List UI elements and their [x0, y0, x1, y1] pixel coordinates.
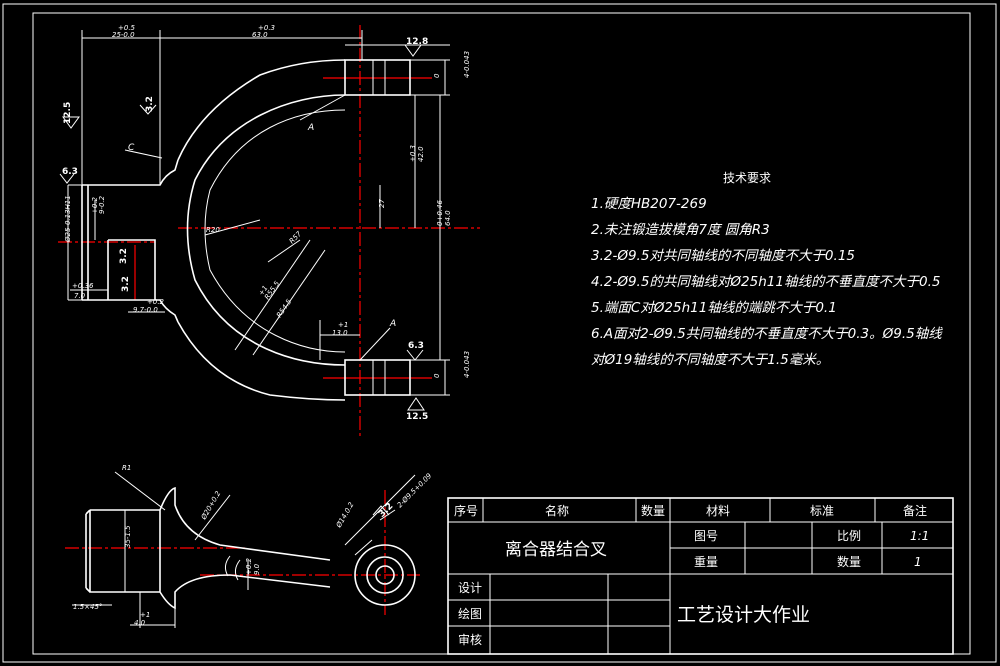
dim-tol-1b: +1	[140, 611, 150, 619]
tech-req-item: 3.2-Ø9.5对共同轴线的不同轴度不大于0.15	[591, 248, 855, 264]
qty-label: 数量	[837, 554, 861, 569]
col-note: 备注	[903, 503, 927, 518]
dim-tol-02a: +0.2	[91, 196, 99, 214]
dim-0-bot: 0	[433, 373, 441, 378]
design-label: 设计	[458, 581, 482, 595]
dim-25: 25-0.0	[112, 31, 135, 39]
roughness-3-2-eye: 3.2	[377, 501, 395, 519]
dim-r54-5: R54.5	[275, 297, 294, 319]
part-name: 离合器结合叉	[505, 540, 607, 560]
dim-tol-02b: +0.2	[147, 298, 165, 306]
col-material: 材料	[706, 504, 730, 518]
dim-4: 4.0	[134, 619, 146, 627]
main-view: +0.5 25-0.0 +0.3 63.0 12.8 12.5 3.2 6.3 …	[58, 24, 480, 438]
project-title: 工艺设计大作业	[677, 604, 810, 626]
dim-42: 42.0	[417, 146, 425, 162]
dim-4-bot: 4-0.043	[463, 351, 471, 378]
dimension-lines	[67, 30, 450, 396]
dim-9-0: 9.0	[253, 563, 261, 575]
dim-r1: R1	[122, 464, 131, 472]
roughness-12-5-bottom: 12.5	[406, 412, 428, 422]
eye-mid-circle	[366, 556, 404, 594]
dim-tol-046: 0+0.46	[436, 200, 444, 226]
surface-a-label-upper: A	[307, 123, 314, 133]
dim-0-top: 0	[433, 73, 441, 78]
dim-27: 27	[378, 199, 386, 208]
fork-outer-arc	[177, 59, 346, 401]
fork-inner-arc-2	[204, 109, 346, 353]
tech-req-item: 4.2-Ø9.5的共同轴线对Ø25h11轴线的不垂直度不大于0.5	[591, 274, 940, 290]
roughness-3-2-top: 3.2	[145, 96, 155, 112]
dim-tol-05: +0.5	[118, 24, 136, 32]
tech-req-title: 技术要求	[723, 171, 771, 185]
surface-a-label-lower: A	[389, 319, 396, 329]
tech-req-item: 对Ø19轴线的不同轴度不大于1.5毫米。	[591, 352, 829, 368]
section-dim-lines	[72, 471, 416, 628]
review-label: 审核	[458, 632, 482, 647]
roughness-3-2-small: 3.2	[121, 276, 131, 292]
tech-req-item: 1.硬度HB207-269	[591, 196, 707, 212]
dim-phi20: Ø20+0.2	[199, 489, 222, 522]
lower-pad	[344, 359, 411, 396]
section-view: R1 35-1.5 Ø20+0.2 Ø14.0.2 2-Ø9.5+0.09 3.…	[65, 464, 434, 628]
draw-label: 绘图	[458, 606, 482, 621]
roughness-6-3-right: 6.3	[408, 341, 424, 351]
dim-64: 64.0	[444, 210, 452, 226]
drawing-no-label: 图号	[694, 529, 718, 543]
dim-4-top: 4-0.043	[463, 51, 471, 78]
col-qty: 数量	[641, 503, 665, 518]
qty-value: 1	[914, 555, 922, 569]
dim-9: 9-0.2	[98, 195, 106, 214]
dim-tol-1a: +1	[338, 321, 348, 329]
eye-outer-circle	[354, 544, 416, 606]
eye-bore-circle	[375, 565, 395, 585]
dim-63: 63.0	[252, 31, 268, 39]
dim-r57: R57	[288, 230, 304, 246]
dim-tol-036: +0.36	[72, 282, 94, 290]
dim-tol-03: +0.3	[258, 24, 275, 32]
dim-35: 35-1.5	[124, 525, 132, 548]
roughness-3-2-mid: 3.2	[119, 248, 129, 264]
upper-pad	[344, 59, 411, 96]
dim-13: 13.0	[332, 329, 348, 337]
dim-tol-02c: +0.2	[245, 557, 253, 575]
fork-inner-arc	[186, 94, 346, 366]
roughness-12-5: 12.5	[63, 102, 73, 124]
scale-value: 1:1	[910, 529, 929, 543]
weight-label: 重量	[694, 555, 718, 569]
col-standard: 标准	[810, 504, 834, 518]
dim-phi14: Ø14.0.2	[334, 500, 356, 529]
col-seq: 序号	[454, 503, 478, 518]
surface-c-label: C	[128, 143, 135, 153]
dim-phi9-5: 2-Ø9.5+0.09	[396, 471, 434, 509]
roughness-12-8: 12.8	[406, 37, 428, 47]
dim-7: 7.0	[74, 292, 86, 300]
dim-tol-03-right: +0.3	[409, 145, 417, 162]
tech-requirements: 技术要求 1.硬度HB207-269 2.未注锻造拔模角7度 圆角R3 3.2-…	[591, 171, 943, 368]
title-block	[447, 497, 954, 655]
dim-chamfer: 1.5×45°	[73, 603, 102, 611]
roughness-symbols	[59, 44, 425, 411]
col-name: 名称	[545, 503, 569, 518]
dim-9-7: 9.7-0.0	[133, 306, 158, 314]
scale-label: 比例	[837, 529, 861, 543]
break-lines	[224, 555, 241, 581]
tech-req-item: 2.未注锻造拔模角7度 圆角R3	[591, 222, 770, 238]
dim-dia25: Ø25-0.13H11	[64, 195, 72, 243]
dim-r20: R20	[206, 226, 220, 234]
tech-req-item: 5.端面C对Ø25h11轴线的端跳不大于0.1	[591, 300, 837, 316]
tech-req-item: 6.A面对2-Ø9.5共同轴线的不垂直度不大于0.3。Ø9.5轴线	[591, 326, 943, 342]
roughness-6-3-left: 6.3	[62, 167, 78, 177]
hub-outline	[81, 159, 179, 323]
outer-frame	[2, 3, 997, 663]
